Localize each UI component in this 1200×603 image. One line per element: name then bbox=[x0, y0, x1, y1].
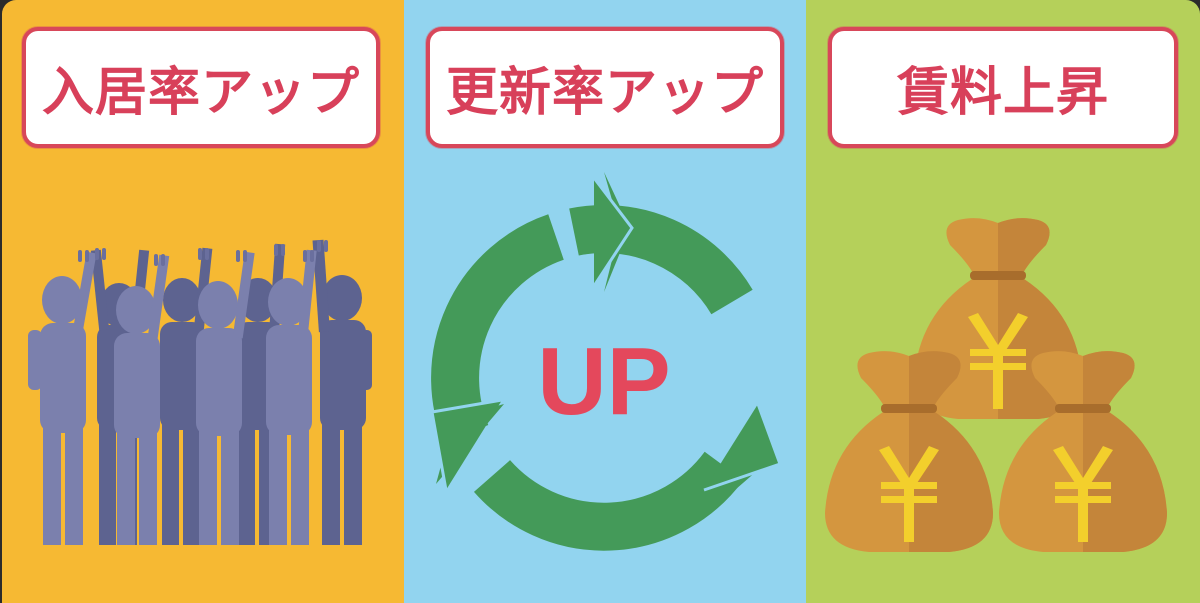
panel-occupancy: 入居率アップ bbox=[2, 0, 404, 603]
crowd-cheering-icon bbox=[28, 239, 372, 545]
panel-renewal: 更新率アップ bbox=[404, 0, 806, 603]
panel-rent: 賃料上昇 bbox=[806, 0, 1200, 603]
occupancy-label-box: 入居率アップ bbox=[22, 27, 380, 148]
occupancy-label: 入居率アップ bbox=[41, 63, 360, 123]
rent-label: 賃料上昇 bbox=[896, 63, 1109, 123]
rent-label-box: 賃料上昇 bbox=[828, 27, 1178, 148]
up-text: UP bbox=[537, 328, 670, 435]
renewal-label: 更新率アップ bbox=[445, 63, 764, 123]
money-bags-icon bbox=[825, 218, 1167, 552]
renewal-label-box: 更新率アップ bbox=[426, 27, 784, 148]
cycle-arrows-icon: UP bbox=[430, 172, 782, 551]
